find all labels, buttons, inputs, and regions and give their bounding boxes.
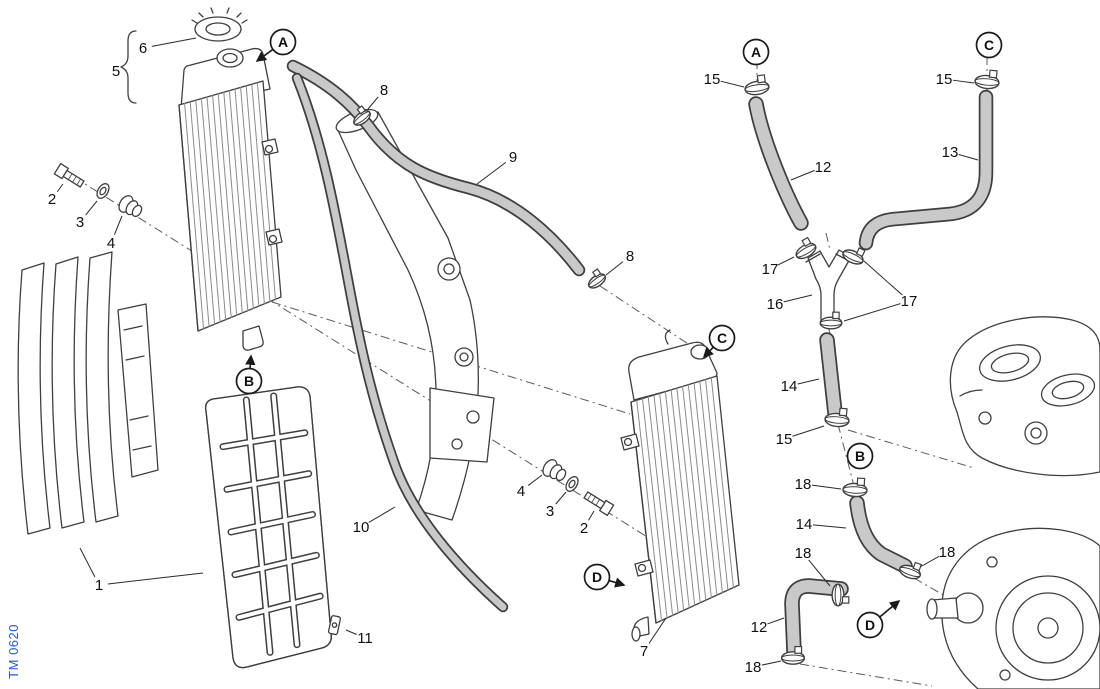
grommet	[542, 459, 567, 482]
ref-letter: B	[244, 373, 254, 389]
bolt	[53, 162, 85, 188]
clamp-17	[842, 247, 866, 265]
grommet	[118, 195, 143, 218]
clamp-8	[587, 268, 607, 289]
clamp-15	[744, 74, 770, 96]
part-number-label: 12	[751, 619, 768, 636]
washer	[565, 476, 579, 492]
clamp-8	[353, 105, 371, 126]
ref-callout-b: B	[235, 354, 263, 395]
clamp-15	[974, 69, 1000, 90]
part-number-label: 17	[762, 261, 779, 278]
grille-lattice	[219, 392, 324, 656]
hoses-layer	[286, 59, 994, 659]
ref-letter: B	[855, 448, 865, 464]
inlet-neck	[690, 344, 710, 360]
ref-callout-c: C	[702, 324, 736, 359]
clip	[327, 615, 342, 636]
part-number-label: 17	[901, 293, 918, 310]
hose-12-lower	[784, 578, 849, 659]
part-number-label: 12	[815, 159, 832, 176]
clamp-18	[842, 477, 868, 498]
hose-13	[858, 89, 994, 251]
part-number-label: 7	[640, 643, 648, 660]
clamp-18	[831, 583, 850, 607]
hose-14-elbow	[849, 495, 913, 574]
ref-letter: D	[865, 617, 875, 633]
hose-14-straight	[819, 332, 843, 421]
engine-cylinder-head	[949, 316, 1100, 477]
motorcycle-frame	[335, 108, 495, 521]
clamp-17	[795, 236, 817, 260]
part-number-label: 6	[139, 40, 147, 57]
part-number-label: 18	[795, 476, 812, 493]
part-number-label: 4	[107, 235, 115, 252]
clamp-18	[780, 646, 806, 665]
bolt	[583, 491, 615, 517]
ref-callout-a: A	[255, 28, 297, 62]
doc-code: TM 0620	[6, 624, 21, 679]
part-number-label: 5	[112, 63, 120, 80]
right-radiator	[620, 329, 740, 642]
clamp-15	[824, 407, 850, 428]
ref-letter: A	[278, 34, 288, 50]
ref-letter: D	[592, 569, 602, 585]
ref-callout-b: B	[846, 442, 874, 470]
y-fitting	[805, 249, 852, 325]
parts-layer	[17, 7, 1100, 689]
ref-letter: A	[751, 44, 761, 60]
part-number-label: 2	[48, 191, 56, 208]
clamp-17	[819, 311, 843, 330]
part-number-label: 11	[357, 630, 373, 647]
left-radiator-outlet	[242, 325, 264, 351]
left-radiator-fins	[184, 82, 276, 330]
part-number-label: 14	[781, 378, 798, 395]
part-number-label: 10	[353, 519, 370, 536]
washer	[96, 183, 110, 199]
part-number-label: 15	[936, 71, 953, 88]
part-number-label: 18	[745, 659, 762, 676]
ref-callout-d: D	[583, 563, 626, 591]
part-number-label: 4	[517, 483, 525, 500]
part-number-label: 18	[939, 544, 956, 561]
part-number-label: 15	[704, 71, 721, 88]
part-number-label: 1	[95, 577, 103, 594]
part-number-label: 15	[776, 431, 793, 448]
engine-crankcase	[926, 527, 1100, 689]
clamps-layer	[353, 69, 1000, 665]
part-number-label: 14	[796, 516, 813, 533]
part-number-label: 16	[767, 296, 784, 313]
group-brace	[120, 30, 137, 104]
part-number-label: 3	[546, 503, 554, 520]
hose-12-upper	[748, 96, 809, 231]
annotations-layer: 6 5 8 9 2 3 4 8 1 10 11 4 3 2 7 15 12 15 13 17 16 17 14 15 18 14 1…	[48, 28, 1003, 676]
radiator-louver-set	[17, 251, 159, 535]
part-number-label: 3	[76, 214, 84, 231]
part-number-label: 9	[509, 149, 517, 166]
part-number-label: 18	[795, 545, 812, 562]
hose-10	[291, 72, 509, 613]
ref-callout-c: C	[975, 31, 1003, 59]
ref-callout-d: D	[856, 600, 901, 639]
ref-callout-a: A	[742, 38, 770, 66]
clamp-18	[898, 561, 923, 580]
part-number-label: 2	[580, 520, 588, 537]
radiator-cap	[191, 7, 248, 42]
louver-bracket	[117, 303, 159, 478]
part-number-label: 8	[626, 248, 634, 265]
ref-letter: C	[717, 330, 727, 346]
water-pump-inlet	[926, 592, 984, 624]
right-radiator-fins	[636, 377, 734, 621]
hose-9	[286, 59, 586, 277]
part-number-label: 8	[380, 82, 388, 99]
part-number-label: 13	[942, 144, 959, 161]
left-radiator	[178, 47, 283, 351]
ref-letter: C	[984, 37, 994, 53]
